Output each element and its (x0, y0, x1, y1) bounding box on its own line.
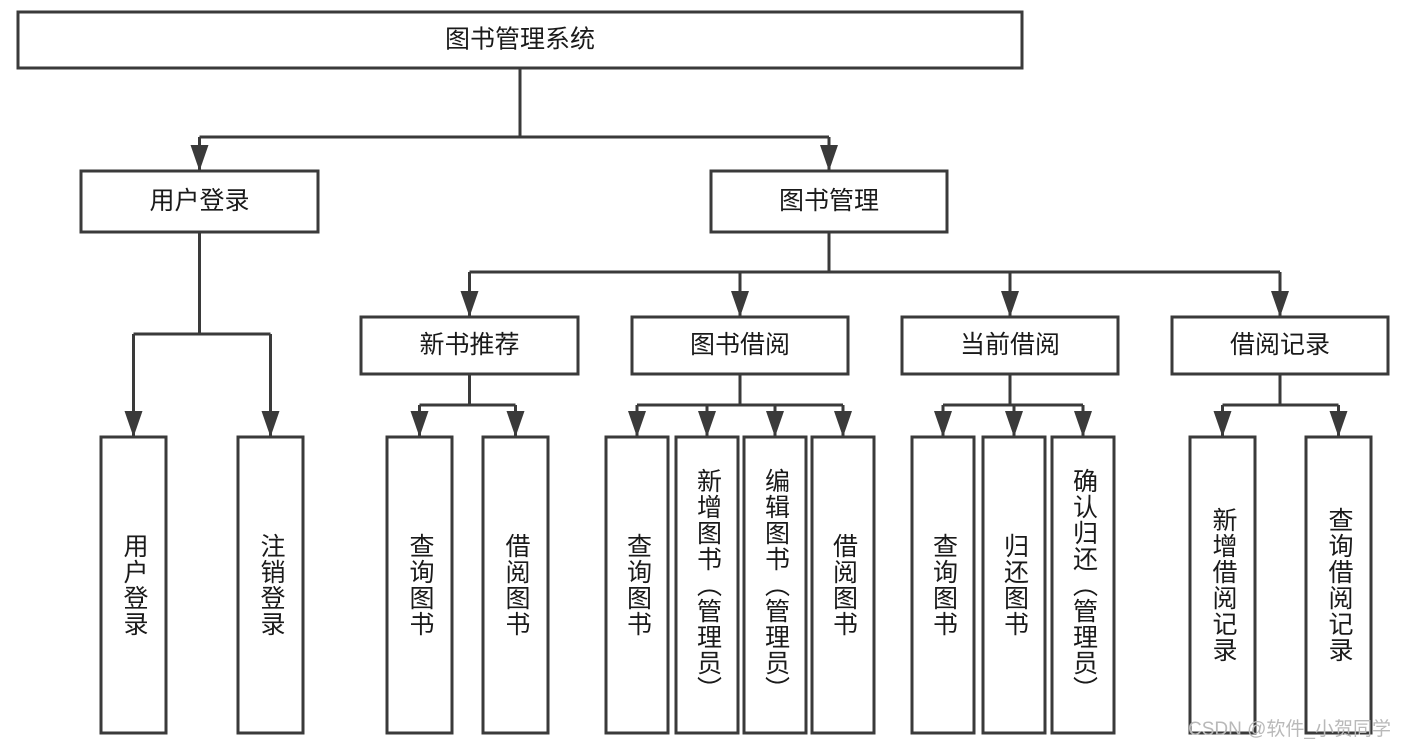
node-box-book-management (709, 169, 949, 234)
node-box-leaf-logout (236, 435, 305, 735)
node-book-management[interactable]: 图书管理 (709, 169, 949, 234)
node-new-book-recommend[interactable]: 新书推荐 (359, 315, 580, 376)
node-box-root (16, 10, 1024, 70)
node-user-login[interactable]: 用户登录 (79, 169, 320, 234)
connector-layer (124, 68, 1348, 437)
node-box-leaf-query-book-3 (910, 435, 976, 735)
node-label-book-management: 图书管理 (779, 187, 879, 215)
node-leaf-logout[interactable] (236, 435, 305, 735)
node-box-leaf-query-borrow-record (1304, 435, 1373, 735)
connector-arrowhead (124, 411, 143, 437)
node-box-leaf-borrow-book-2 (810, 435, 876, 735)
connector-arrowhead (820, 145, 838, 171)
node-current-borrow[interactable]: 当前借阅 (900, 315, 1120, 376)
node-label-borrow-record: 借阅记录 (1230, 331, 1330, 359)
node-box-leaf-add-book-admin (674, 435, 740, 735)
connector-arrowhead (628, 411, 646, 437)
node-leaf-add-book-admin[interactable] (674, 435, 740, 735)
node-box-leaf-add-borrow-record (1188, 435, 1257, 735)
node-box-leaf-borrow-book-1 (481, 435, 550, 735)
node-box-leaf-return-book (981, 435, 1047, 735)
node-box-current-borrow (900, 315, 1120, 376)
node-leaf-borrow-book-2[interactable] (810, 435, 876, 735)
node-leaf-return-book[interactable] (981, 435, 1047, 735)
node-box-book-borrow (630, 315, 850, 376)
node-leaf-user-login[interactable] (99, 435, 168, 735)
node-label-user-login: 用户登录 (149, 187, 249, 215)
connector-arrowhead (410, 411, 429, 437)
node-label-book-borrow: 图书借阅 (690, 331, 790, 359)
node-label-current-borrow: 当前借阅 (960, 331, 1060, 359)
connector-arrowhead (1074, 411, 1092, 437)
node-leaf-edit-book-admin[interactable] (742, 435, 808, 735)
node-leaf-borrow-book-1[interactable] (481, 435, 550, 735)
node-leaf-query-book-3[interactable] (910, 435, 976, 735)
connector-arrowhead (698, 411, 716, 437)
connector-arrowhead (506, 411, 525, 437)
node-box-leaf-query-book-1 (385, 435, 454, 735)
node-box-leaf-confirm-return-admin (1050, 435, 1116, 735)
node-box-user-login (79, 169, 320, 234)
connector-arrowhead (1329, 411, 1348, 437)
node-book-borrow[interactable]: 图书借阅 (630, 315, 850, 376)
node-borrow-record[interactable]: 借阅记录 (1170, 315, 1390, 376)
node-leaf-add-borrow-record[interactable] (1188, 435, 1257, 735)
node-leaf-query-book-1[interactable] (385, 435, 454, 735)
connector-arrowhead (766, 411, 784, 437)
node-root[interactable]: 图书管理系统 (16, 10, 1024, 70)
node-leaf-query-borrow-record[interactable] (1304, 435, 1373, 735)
connector-arrowhead (190, 145, 209, 171)
node-leaf-confirm-return-admin[interactable] (1050, 435, 1116, 735)
connector-arrowhead (731, 291, 749, 317)
connector-arrowhead (1213, 411, 1232, 437)
connector-arrowhead (1271, 291, 1289, 317)
node-label-new-book-recommend: 新书推荐 (419, 331, 519, 359)
connector-arrowhead (934, 411, 952, 437)
connector-arrowhead (834, 411, 852, 437)
node-box-borrow-record (1170, 315, 1390, 376)
node-box-leaf-query-book-2 (604, 435, 670, 735)
node-label-root: 图书管理系统 (445, 26, 595, 54)
node-leaf-query-book-2[interactable] (604, 435, 670, 735)
node-box-leaf-edit-book-admin (742, 435, 808, 735)
connector-arrowhead (1001, 291, 1019, 317)
node-box-leaf-user-login (99, 435, 168, 735)
connector-arrowhead (261, 411, 280, 437)
connector-arrowhead (1005, 411, 1023, 437)
connector-arrowhead (460, 291, 479, 317)
node-box-new-book-recommend (359, 315, 580, 376)
